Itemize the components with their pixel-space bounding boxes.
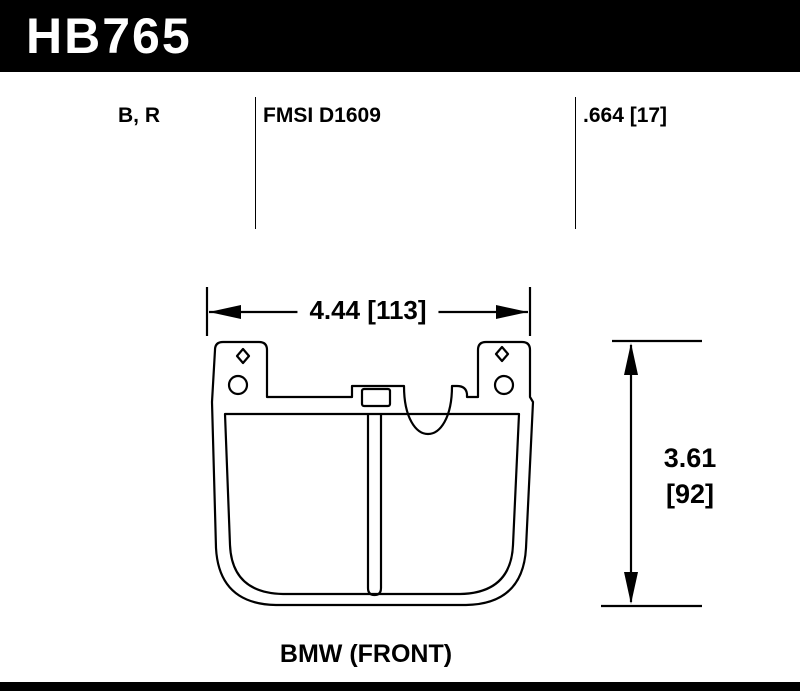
bottom-bar bbox=[0, 682, 800, 691]
fmsi-number: FMSI D1609 bbox=[263, 104, 381, 127]
width-dimension bbox=[205, 287, 532, 336]
application-caption: BMW (FRONT) bbox=[279, 640, 453, 668]
height-dimension-value: 3.61 bbox=[663, 443, 717, 473]
center-slot bbox=[366, 414, 383, 597]
part-number-banner: HB765 bbox=[0, 0, 800, 72]
pad-outer-outline bbox=[210, 340, 535, 607]
arrowhead-down-icon bbox=[624, 572, 638, 604]
part-number: HB765 bbox=[26, 8, 192, 64]
separator-line bbox=[575, 97, 576, 229]
left-tab-diamond-hole bbox=[235, 347, 251, 365]
center-sensor-notch bbox=[360, 387, 392, 408]
right-tab-diamond-hole bbox=[494, 345, 510, 363]
left-tab-round-hole bbox=[227, 374, 249, 396]
brake-pad-outline bbox=[210, 340, 535, 607]
separator-line bbox=[255, 97, 256, 229]
pad-thickness: .664 [17] bbox=[583, 104, 668, 127]
width-dimension-label: 4.44 [113] bbox=[297, 295, 439, 326]
right-tab-round-hole bbox=[493, 374, 515, 396]
pad-friction-outline bbox=[223, 412, 521, 596]
arrowhead-up-icon bbox=[624, 343, 638, 375]
arrowhead-left-icon bbox=[209, 305, 241, 319]
compound-codes: B, R bbox=[118, 104, 160, 127]
arrowhead-right-icon bbox=[496, 305, 528, 319]
height-dimension bbox=[601, 339, 702, 608]
height-dimension-bracket: [92] bbox=[665, 479, 714, 509]
height-dimension-label: 3.61 [92] bbox=[648, 440, 732, 512]
